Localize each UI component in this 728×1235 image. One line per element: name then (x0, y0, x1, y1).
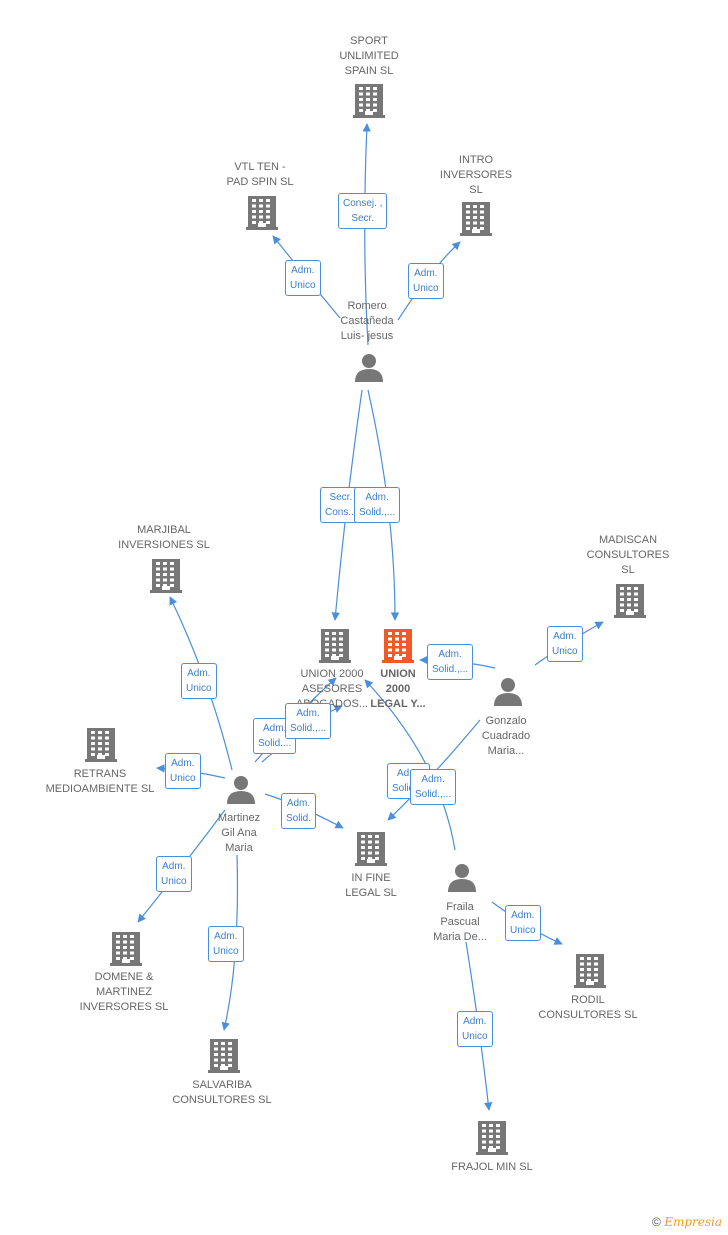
edges-layer (137, 123, 604, 1111)
person-icon[interactable] (355, 354, 383, 382)
relation-label-martinez-domene[interactable]: Adm. Unico (156, 856, 192, 892)
relation-label-fraila-frajol[interactable]: Adm. Unico (457, 1011, 493, 1047)
relation-label-fraila-rodil[interactable]: Adm. Unico (505, 905, 541, 941)
relation-label-romero-union2000legal[interactable]: Adm. Solid.,... (354, 487, 401, 523)
building-icon[interactable] (319, 629, 351, 663)
company-label-vtl[interactable]: VTL TEN - PAD SPIN SL (226, 161, 294, 188)
person-icon[interactable] (448, 864, 476, 892)
edge-romero-sport (362, 123, 371, 346)
building-icon[interactable] (355, 832, 387, 866)
building-icon[interactable] (353, 84, 385, 118)
building-icon[interactable] (614, 584, 646, 618)
building-icon[interactable] (574, 954, 606, 988)
company-label-intro[interactable]: INTRO INVERSORES SL (439, 154, 513, 196)
edge-fraila-union2000legal (364, 679, 456, 851)
company-label-rodil[interactable]: RODIL CONSULTORES SL (538, 994, 638, 1021)
person-label-romero[interactable]: Romero Castañeda Luis- jesus (340, 300, 394, 342)
copyright-symbol: © (652, 1215, 661, 1229)
company-label-retrans[interactable]: RETRANS MEDIOAMBIENTE SL (45, 768, 155, 795)
relation-label-martinez-retrans[interactable]: Adm. Unico (165, 753, 201, 789)
relation-label-martinez-union2000legal[interactable]: Adm. Solid.,... (285, 703, 332, 739)
building-icon[interactable] (460, 202, 492, 236)
person-icon[interactable] (494, 678, 522, 706)
company-label-madiscan[interactable]: MADISCAN CONSULTORES SL (586, 534, 670, 576)
person-label-martinez[interactable]: Martinez Gil Ana Maria (217, 812, 261, 854)
company-label-marjibal[interactable]: MARJIBAL INVERSIONES SL (118, 524, 210, 551)
company-label-domene[interactable]: DOMENE & MARTINEZ INVERSORES SL (79, 971, 169, 1013)
footer: © Empresia (652, 1215, 722, 1229)
relation-label-martinez-marjibal[interactable]: Adm. Unico (181, 663, 217, 699)
building-icon[interactable] (85, 728, 117, 762)
person-label-gonzalo[interactable]: Gonzalo Cuadrado Maria... (481, 715, 531, 757)
building-icon[interactable] (150, 559, 182, 593)
building-icon[interactable] (246, 196, 278, 230)
building-icon[interactable] (476, 1121, 508, 1155)
building-icon[interactable] (382, 629, 414, 663)
relation-label-gonzalo-union2000legal[interactable]: Adm. Solid.,... (427, 644, 474, 680)
person-label-fraila[interactable]: Fraila Pascual Maria De... (433, 901, 487, 943)
relation-label-romero-vtl[interactable]: Adm. Unico (285, 260, 321, 296)
relation-label-romero-sport[interactable]: Consej. , Secr. (338, 193, 388, 229)
building-icon[interactable] (208, 1039, 240, 1073)
company-label-sport[interactable]: SPORT UNLIMITED SPAIN SL (339, 35, 399, 77)
relation-label-martinez-salvariba[interactable]: Adm. Unico (208, 926, 244, 962)
relation-label-fraila-union2000legal[interactable]: Adm. Solid.,... (410, 769, 457, 805)
relation-label-gonzalo-madiscan[interactable]: Adm. Unico (547, 626, 583, 662)
person-icon[interactable] (227, 776, 255, 804)
relation-label-romero-intro[interactable]: Adm. Unico (408, 263, 444, 299)
company-label-frajol[interactable]: FRAJOL MIN SL (451, 1161, 533, 1173)
company-label-union2000legal[interactable]: UNION 2000 LEGAL Y... (370, 668, 426, 710)
company-label-salvariba[interactable]: SALVARIBA CONSULTORES SL (172, 1079, 272, 1106)
brand-logo[interactable]: Empresia (664, 1215, 722, 1229)
company-label-infine[interactable]: IN FINE LEGAL SL (345, 872, 397, 899)
relation-label-martinez-infine[interactable]: Adm. Solid. (281, 793, 317, 829)
building-icon[interactable] (110, 932, 142, 966)
